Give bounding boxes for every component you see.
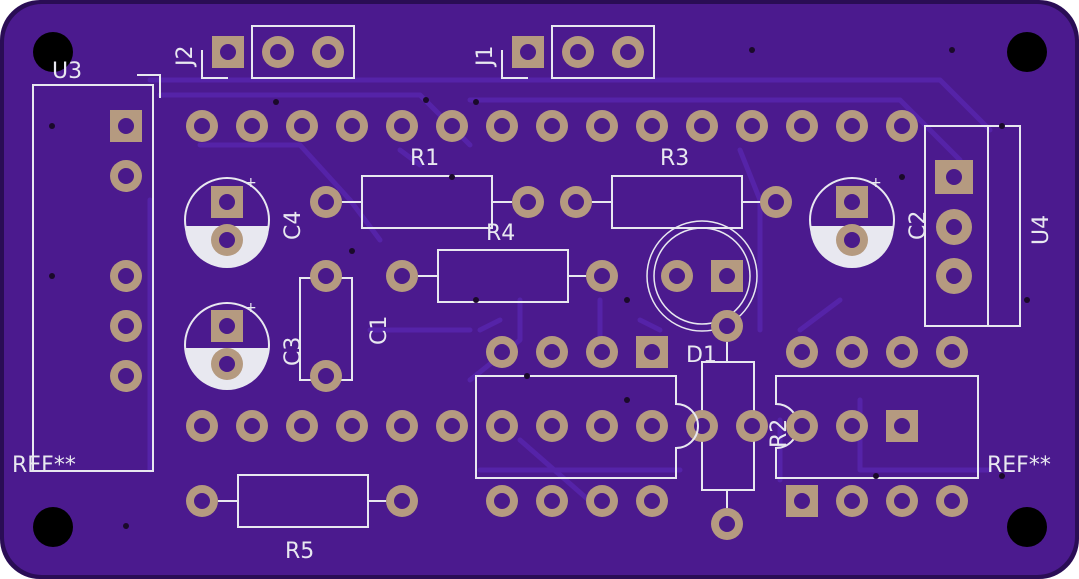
label-c2: C2 — [906, 211, 931, 240]
label-c1: C1 — [367, 316, 392, 345]
connector-j1[interactable]: J1 — [473, 25, 655, 79]
led[interactable] — [646, 220, 758, 332]
label-r3: R3 — [660, 146, 689, 171]
label-u3: U3 — [52, 59, 82, 84]
label-r4: R4 — [486, 221, 515, 246]
svg-text:+: + — [245, 175, 257, 191]
mount-hole-bl — [33, 507, 73, 547]
label-u4: U4 — [1029, 215, 1054, 245]
label-c3: C3 — [281, 337, 306, 366]
ic-right-dip8[interactable] — [775, 336, 979, 517]
capacitor-c3[interactable]: + C3 — [184, 300, 306, 390]
board-substrate — [4, 4, 1075, 575]
diode-d1[interactable]: D1 — [686, 310, 755, 540]
regulator-u4[interactable]: U4 — [924, 125, 1054, 327]
svg-text:+: + — [870, 175, 882, 191]
module-u3[interactable]: U3 — [32, 59, 161, 472]
label-d1: D1 — [686, 343, 717, 368]
label-ref-right: REF** — [987, 453, 1051, 478]
label-j1: J1 — [473, 46, 498, 69]
mounting-holes — [33, 32, 1047, 547]
mount-hole-br — [1007, 507, 1047, 547]
bottom-pin-row — [186, 410, 468, 442]
vias — [49, 47, 1030, 529]
connector-j2[interactable]: J2 — [173, 25, 355, 79]
label-r5: R5 — [285, 539, 314, 564]
label-r1: R1 — [410, 146, 439, 171]
label-j2: J2 — [173, 46, 198, 69]
capacitor-c4[interactable]: + C4 — [184, 175, 306, 268]
ic-left-dip8[interactable] — [475, 336, 699, 517]
label-c4: C4 — [281, 211, 306, 240]
top-pin-row — [186, 110, 918, 142]
resistor-r3[interactable]: R3 — [560, 146, 792, 229]
label-ref-left: REF** — [12, 453, 76, 478]
resistor-r4[interactable]: R4 — [386, 221, 618, 303]
mount-hole-tl — [33, 32, 73, 72]
capacitor-c2[interactable]: + C2 — [809, 175, 931, 268]
mount-hole-tr — [1007, 32, 1047, 72]
resistor-r5[interactable]: R5 — [186, 474, 418, 564]
copper-traces — [147, 77, 993, 513]
resistor-r1[interactable]: R1 — [310, 146, 544, 229]
capacitor-c1[interactable]: C1 — [299, 260, 392, 392]
svg-text:+: + — [245, 300, 257, 316]
